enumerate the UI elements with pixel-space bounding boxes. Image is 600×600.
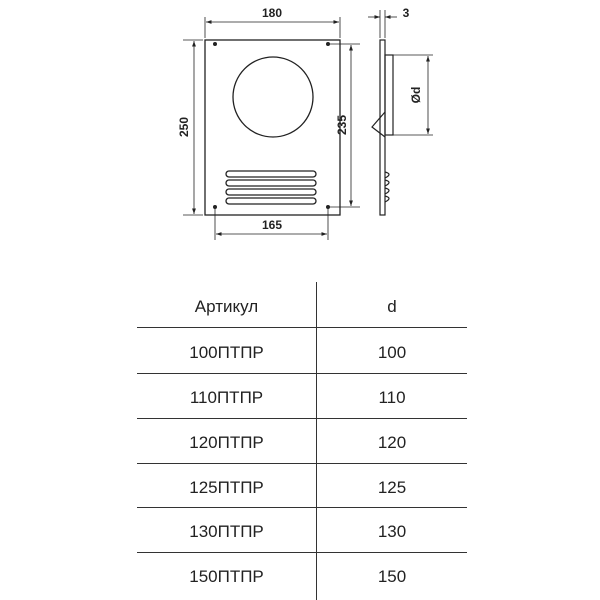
dim-width-bottom: 165 <box>262 218 282 232</box>
table-cell-d: 130 <box>377 522 407 541</box>
plate-outline <box>204 39 341 216</box>
table-column-divider <box>316 282 317 600</box>
table-row: 125ПТПР 125 <box>137 466 467 509</box>
table-rule <box>137 552 467 553</box>
dim-thickness: 3 <box>403 6 410 20</box>
table-header-row: Артикул d <box>137 285 467 328</box>
side-plate <box>379 39 386 216</box>
technical-drawing: 180 250 235 165 3 Ød <box>177 6 433 240</box>
table-cell-d: 120 <box>377 433 407 452</box>
ventilation-louvers <box>225 170 317 205</box>
table-row: 130ПТПР 130 <box>137 510 467 553</box>
front-view <box>204 39 341 216</box>
table-cell-article: 120ПТПР <box>189 433 264 452</box>
table-rule <box>137 507 467 508</box>
table-cell-article: 130ПТПР <box>189 522 264 541</box>
table-rule <box>137 327 467 328</box>
table-row: 100ПТПР 100 <box>137 331 467 374</box>
table-cell-article: 100ПТПР <box>189 343 264 362</box>
table-rule <box>137 463 467 464</box>
table-cell-article: 110ПТПР <box>189 388 264 407</box>
dim-height-inner: 235 <box>335 115 349 135</box>
dim-width-top: 180 <box>262 6 282 20</box>
duct-opening <box>232 56 314 138</box>
table-rule <box>137 373 467 374</box>
table-row: 110ПТПР 110 <box>137 376 467 419</box>
table-row: 120ПТПР 120 <box>137 421 467 464</box>
table-cell-d: 150 <box>377 567 407 586</box>
side-louvers <box>384 171 390 203</box>
dim-diameter: Ød <box>409 87 423 104</box>
table-header-article: Артикул <box>194 297 259 316</box>
table-cell-d: 125 <box>377 478 407 497</box>
dim-height-left: 250 <box>177 117 191 137</box>
table-rule <box>137 418 467 419</box>
table-cell-d: 100 <box>377 343 407 362</box>
side-view <box>371 39 394 216</box>
side-lip <box>371 111 386 138</box>
side-spigot <box>384 54 394 136</box>
table-cell-article: 125ПТПР <box>189 478 264 497</box>
dimension-lines <box>183 17 360 240</box>
table-row: 150ПТПР 150 <box>137 555 467 598</box>
mounting-holes <box>213 42 330 209</box>
table-header-d: d <box>387 297 397 316</box>
table-cell-article: 150ПТПР <box>189 567 264 586</box>
table-cell-d: 110 <box>378 388 406 407</box>
